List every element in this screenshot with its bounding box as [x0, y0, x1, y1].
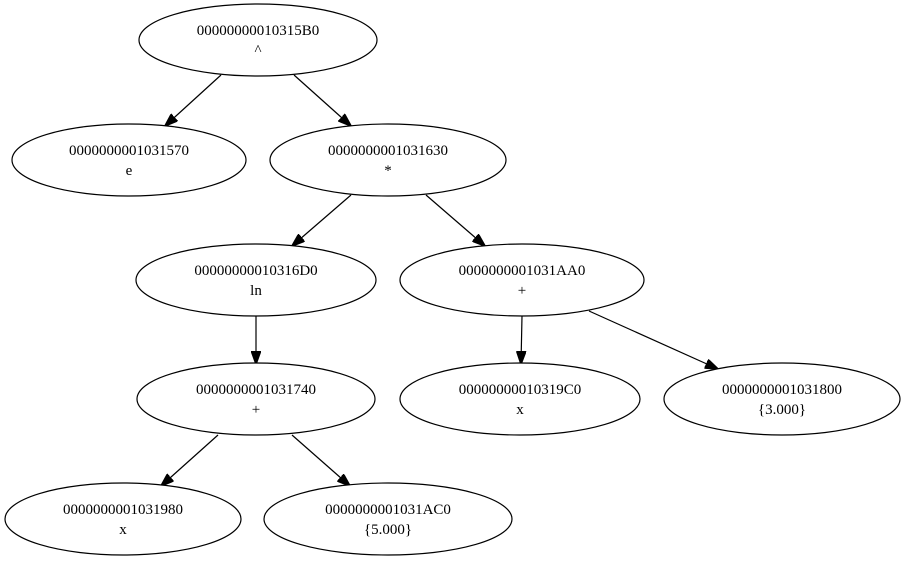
tree-node: 0000000001031800 {3.000}: [663, 362, 901, 436]
tree-node: 0000000001031630 *: [269, 123, 507, 197]
node-label: ln: [250, 283, 262, 299]
node-ellipse: [135, 243, 377, 317]
nodes: 00000000010315B0 ^ 0000000001031570 e 00…: [4, 3, 901, 556]
edges: [161, 74, 718, 486]
node-address: 0000000001031630: [328, 143, 448, 159]
node-address: 0000000001031570: [69, 143, 189, 159]
node-ellipse: [399, 243, 645, 317]
node-label: ^: [254, 43, 261, 59]
node-address: 00000000010315B0: [197, 23, 320, 39]
tree-node: 0000000001031AC0 {5.000}: [263, 482, 513, 556]
node-ellipse: [138, 3, 378, 77]
node-label: x: [516, 402, 524, 418]
node-ellipse: [663, 362, 901, 436]
node-label: x: [119, 522, 127, 538]
node-ellipse: [4, 482, 242, 556]
node-ellipse: [399, 362, 641, 436]
edge-n2-n3: [292, 194, 352, 246]
tree-node: 00000000010315B0 ^: [138, 3, 378, 77]
edge-n5-n9: [291, 434, 350, 486]
node-ellipse: [136, 362, 376, 436]
node-address: 00000000010319C0: [459, 382, 582, 398]
node-label: e: [126, 163, 133, 179]
node-label: {3.000}: [758, 402, 806, 418]
edge-n5-n8: [161, 434, 219, 486]
node-ellipse: [263, 482, 513, 556]
node-label: {5.000}: [364, 522, 412, 538]
node-ellipse: [269, 123, 507, 197]
tree-node: 0000000001031740 +: [136, 362, 376, 436]
node-label: *: [384, 163, 392, 179]
edge-n4-n7: [588, 310, 718, 369]
edge-n4-n6: [521, 315, 522, 364]
tree-node: 00000000010319C0 x: [399, 362, 641, 436]
node-label: +: [252, 402, 260, 418]
tree-node: 0000000001031980 x: [4, 482, 242, 556]
node-address: 0000000001031AA0: [459, 263, 586, 279]
node-ellipse: [11, 123, 247, 197]
edge-n0-n1: [165, 74, 222, 126]
edge-n2-n4: [425, 194, 485, 246]
node-address: 0000000001031AC0: [325, 502, 451, 518]
tree-node: 0000000001031AA0 +: [399, 243, 645, 317]
node-address: 0000000001031800: [722, 382, 842, 398]
tree-node: 00000000010316D0 ln: [135, 243, 377, 317]
node-address: 0000000001031740: [196, 382, 316, 398]
node-label: +: [518, 283, 526, 299]
node-address: 00000000010316D0: [194, 263, 317, 279]
edge-n0-n2: [293, 74, 351, 126]
tree-node: 0000000001031570 e: [11, 123, 247, 197]
node-address: 0000000001031980: [63, 502, 183, 518]
